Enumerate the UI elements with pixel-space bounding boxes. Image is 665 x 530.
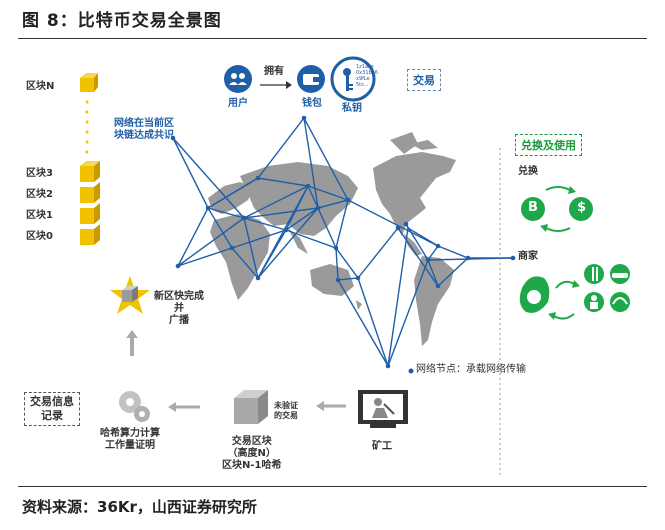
miner-label: 矿工 xyxy=(372,441,392,452)
private-key-text: 1z1aze 0x31ba6 x9fLe 5tz... xyxy=(356,64,378,88)
private-key-label: 私钥 xyxy=(342,103,362,114)
block-chain-icon xyxy=(80,161,100,245)
arrow-up-icon xyxy=(126,330,138,356)
block-1-label: 区块1 xyxy=(26,210,53,221)
private-key-icon xyxy=(330,56,376,102)
figure-source: 资料来源：36Kr，山西证券研究所 xyxy=(22,498,257,516)
bottom-rule xyxy=(18,486,647,487)
figure-title: 图 8：比特币交易全景图 xyxy=(22,11,222,31)
star-cube-icon xyxy=(110,276,150,314)
arrow-right-icon xyxy=(260,81,292,89)
merchant-label: 商家 xyxy=(518,251,538,262)
wallet-label: 钱包 xyxy=(302,98,322,109)
world-network-map xyxy=(170,115,516,369)
network-node-label: 网络节点：承载网络传输 xyxy=(416,364,526,375)
merchant-icons xyxy=(519,264,630,320)
arrow-left-icon-2 xyxy=(168,402,200,412)
block-caption: 交易区块 （高度N） 区块N-1哈希 xyxy=(222,436,282,471)
exchange-cycle-icon xyxy=(521,186,593,232)
block-gray-cube-icon xyxy=(234,390,268,424)
miner-icon xyxy=(358,390,408,428)
arrow-left-icon xyxy=(316,401,346,411)
consensus-label: 网络在当前区 块链达成共识 xyxy=(114,118,174,141)
gear-icon xyxy=(119,391,150,422)
exchange-use-box: 兑换及使用 xyxy=(515,134,582,156)
block-3-label: 区块3 xyxy=(26,168,53,179)
user-label: 用户 xyxy=(228,98,248,109)
record-box: 交易信息 记录 xyxy=(24,392,80,426)
unverified-label: 未验证 的交易 xyxy=(274,401,298,420)
block-cube-icon xyxy=(80,73,98,92)
own-label: 拥有 xyxy=(264,66,284,77)
users-icon xyxy=(224,65,252,93)
diagram: 区块N 区块3 区块2 区块1 区块0 网络在当前区 块链达成共识 用户 拥有 … xyxy=(18,48,647,485)
exchange-label: 兑换 xyxy=(518,166,538,177)
dollar-symbol: $ xyxy=(577,200,587,215)
block-n-label: 区块N xyxy=(26,81,55,92)
transaction-box: 交易 xyxy=(407,69,441,91)
block-2-label: 区块2 xyxy=(26,189,53,200)
block-0-label: 区块0 xyxy=(26,231,53,242)
dashed-divider xyxy=(499,148,501,478)
new-block-label: 新区快完成 并 广播 xyxy=(154,291,204,326)
network-node-dot xyxy=(408,368,414,374)
top-rule xyxy=(18,38,647,39)
bitcoin-symbol: B xyxy=(528,200,538,215)
wallet-icon xyxy=(297,65,325,93)
network-nodes xyxy=(170,115,516,369)
ellipsis-dots xyxy=(85,100,89,154)
hash-caption: 哈希算力计算 工作量证明 xyxy=(100,428,160,451)
